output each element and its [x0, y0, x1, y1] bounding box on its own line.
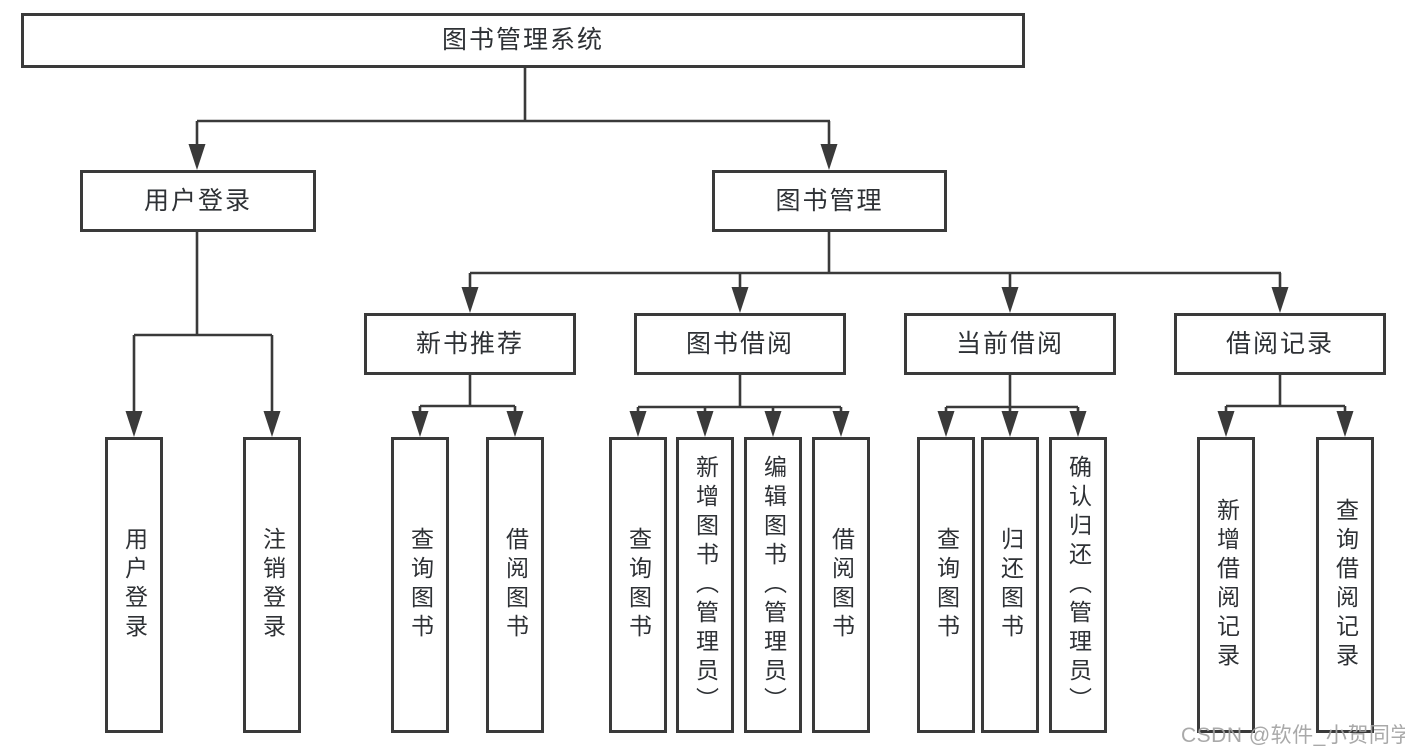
node-leaf-borrow-book-2: 借阅图书: [812, 437, 870, 733]
node-leaf-query-book-3: 查询图书: [917, 437, 975, 733]
node-leaf-user-login-label: 用户登录: [121, 527, 148, 643]
node-new-book-rec: 新书推荐: [364, 313, 576, 375]
node-leaf-edit-book-label: 编辑图书（管理员）: [760, 454, 787, 716]
node-leaf-query-record: 查询借阅记录: [1316, 437, 1374, 733]
node-leaf-query-book-3-label: 查询图书: [933, 527, 960, 643]
node-leaf-add-book: 新增图书（管理员）: [676, 437, 734, 733]
node-current-borrow: 当前借阅: [904, 313, 1116, 375]
node-leaf-user-login: 用户登录: [105, 437, 163, 733]
node-leaf-edit-book: 编辑图书（管理员）: [744, 437, 802, 733]
node-leaf-borrow-book-1: 借阅图书: [486, 437, 544, 733]
node-leaf-add-book-label: 新增图书（管理员）: [692, 454, 719, 716]
watermark: CSDN @软件_小贺同学: [1181, 724, 1405, 747]
node-leaf-return-book: 归还图书: [981, 437, 1039, 733]
node-leaf-return-book-label: 归还图书: [997, 527, 1024, 643]
node-leaf-logout: 注销登录: [243, 437, 301, 733]
node-new-book-rec-label: 新书推荐: [415, 329, 524, 358]
node-borrow-record: 借阅记录: [1174, 313, 1386, 375]
node-leaf-query-book-2-label: 查询图书: [625, 527, 652, 643]
node-root-label: 图书管理系统: [441, 26, 604, 54]
node-leaf-add-record: 新增借阅记录: [1197, 437, 1255, 733]
node-leaf-query-book-2: 查询图书: [609, 437, 667, 733]
node-book-mgmt-label: 图书管理: [775, 186, 884, 215]
node-leaf-borrow-book-1-label: 借阅图书: [502, 527, 529, 643]
node-leaf-query-record-label: 查询借阅记录: [1332, 498, 1359, 672]
node-user-login: 用户登录: [80, 170, 316, 232]
node-user-login-label: 用户登录: [143, 186, 252, 215]
node-leaf-add-record-label: 新增借阅记录: [1213, 498, 1240, 672]
node-leaf-query-book-1: 查询图书: [391, 437, 449, 733]
node-leaf-confirm-return-label: 确认归还（管理员）: [1065, 454, 1092, 716]
node-current-borrow-label: 当前借阅: [955, 329, 1064, 358]
node-borrow-record-label: 借阅记录: [1225, 329, 1334, 358]
node-book-borrow: 图书借阅: [634, 313, 846, 375]
node-leaf-confirm-return: 确认归还（管理员）: [1049, 437, 1107, 733]
node-book-borrow-label: 图书借阅: [685, 329, 794, 358]
node-leaf-query-book-1-label: 查询图书: [407, 527, 434, 643]
node-leaf-borrow-book-2-label: 借阅图书: [828, 527, 855, 643]
node-book-mgmt: 图书管理: [712, 170, 947, 232]
node-root: 图书管理系统: [21, 13, 1025, 68]
node-leaf-logout-label: 注销登录: [259, 527, 286, 643]
